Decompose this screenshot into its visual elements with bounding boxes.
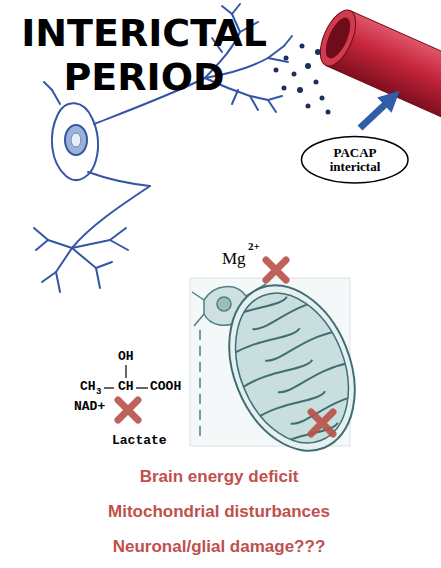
- pacap-molecules: [274, 44, 331, 115]
- cross-marks: [118, 260, 333, 434]
- chemical-group: COOH: [150, 380, 181, 394]
- chemical-group: OH: [118, 350, 134, 364]
- mitochondria-illustration: [190, 267, 378, 470]
- cofactor-label: NAD+: [74, 400, 105, 414]
- molecule-name: Lactate: [112, 434, 167, 448]
- finding-text: Neuronal/glial damage???: [113, 538, 326, 557]
- blue-arrow: [360, 98, 392, 128]
- chemical-group: CH: [118, 380, 134, 394]
- pacap-oval: PACAP interictal: [300, 135, 410, 184]
- title: INTERICTAL PERIOD: [10, 12, 278, 99]
- ion-label: Mg: [222, 250, 246, 269]
- finding-text: Mitochondrial disturbances: [108, 503, 330, 522]
- chemical-group: CH: [80, 380, 96, 394]
- charge-label: 2+: [248, 240, 260, 252]
- subscript: 3: [96, 388, 101, 398]
- finding-text: Brain energy deficit: [140, 468, 299, 487]
- node-label: PACAP interictal: [320, 146, 390, 175]
